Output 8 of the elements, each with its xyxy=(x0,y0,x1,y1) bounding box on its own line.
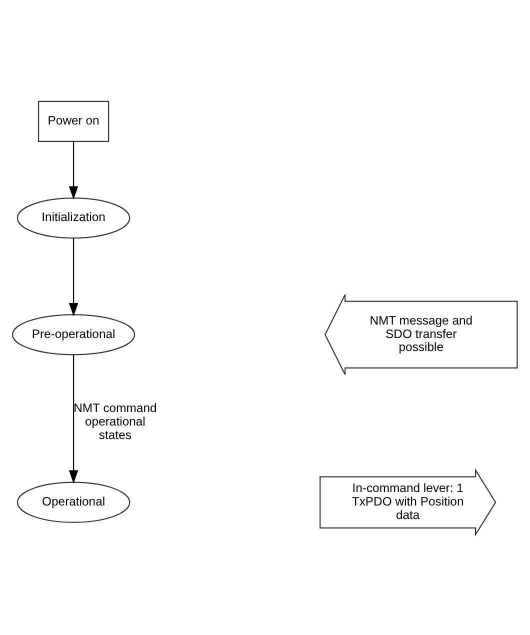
arrow xyxy=(68,354,78,484)
node-box: Power on xyxy=(38,100,110,142)
node-ellipse: Operational xyxy=(16,481,130,522)
arrow xyxy=(68,141,78,200)
edge-label: NMT command operational states xyxy=(74,400,157,442)
arrow xyxy=(68,238,78,316)
node-ellipse: Pre-operational xyxy=(12,314,136,355)
node-ellipse: Initialization xyxy=(16,197,130,238)
